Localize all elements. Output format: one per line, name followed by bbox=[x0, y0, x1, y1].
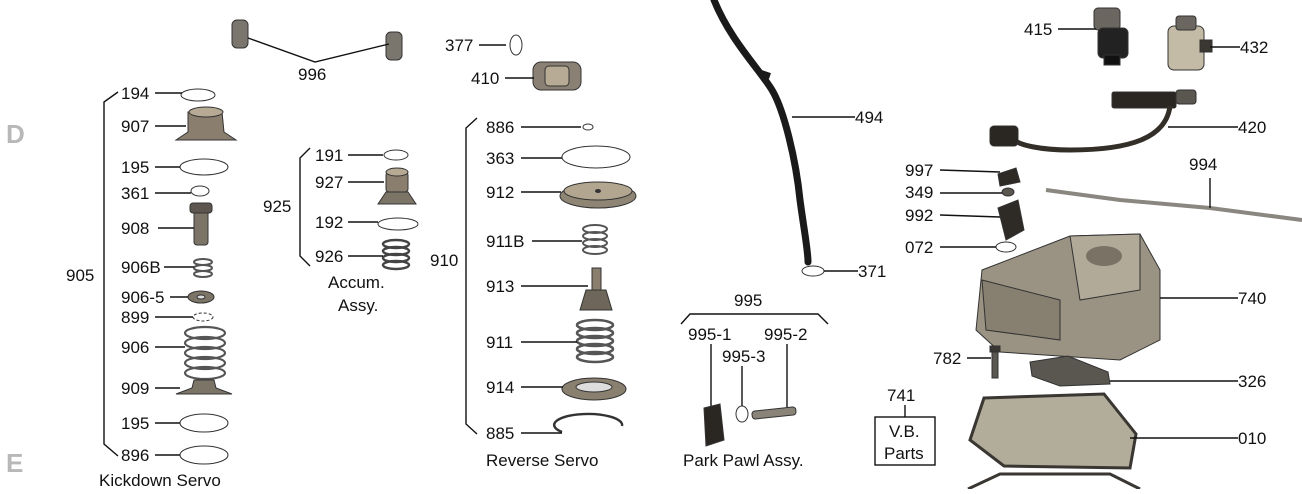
label-927: 927 bbox=[315, 173, 343, 192]
label-415: 415 bbox=[1024, 20, 1052, 39]
label-905: 905 bbox=[66, 266, 94, 285]
kickdown-bracket bbox=[104, 92, 118, 456]
label-906-5: 906-5 bbox=[121, 288, 164, 307]
park-caption: Park Pawl Assy. bbox=[683, 451, 804, 470]
label-741: 741 bbox=[887, 386, 915, 405]
label-899: 899 bbox=[121, 308, 149, 327]
label-377: 377 bbox=[445, 36, 473, 55]
part-994-rod bbox=[1046, 190, 1302, 220]
label-906b: 906B bbox=[121, 258, 161, 277]
label-494: 494 bbox=[855, 108, 883, 127]
label-996: 996 bbox=[298, 65, 326, 84]
leader-996 bbox=[248, 38, 389, 62]
part-432-sensor bbox=[1168, 16, 1212, 70]
label-906: 906 bbox=[121, 338, 149, 357]
label-997: 997 bbox=[905, 161, 933, 180]
kickdown-labels: 194 907 195 361 908 906B 906-5 899 906 9… bbox=[121, 84, 164, 465]
label-192: 192 bbox=[315, 213, 343, 232]
label-886: 886 bbox=[486, 118, 514, 137]
label-925: 925 bbox=[263, 197, 291, 216]
park-bracket bbox=[681, 314, 828, 324]
part-377-ring bbox=[510, 35, 522, 55]
accum-bracket bbox=[300, 148, 310, 266]
section-letter-e: E bbox=[6, 448, 23, 478]
accum-leaders bbox=[348, 155, 384, 256]
label-995-2: 995-2 bbox=[764, 325, 807, 344]
label-410: 410 bbox=[471, 69, 499, 88]
part-lower-gasket-edge bbox=[968, 474, 1140, 489]
label-349: 349 bbox=[905, 183, 933, 202]
accum-caption-line1: Accum. bbox=[328, 273, 385, 292]
part-371-seal bbox=[802, 266, 824, 276]
label-912: 912 bbox=[486, 183, 514, 202]
part-410-plug bbox=[533, 62, 581, 90]
part-740-valve-body bbox=[976, 234, 1160, 360]
leader-997 bbox=[940, 170, 1000, 172]
label-995-1: 995-1 bbox=[688, 325, 731, 344]
kickdown-caption: Kickdown Servo bbox=[99, 471, 221, 489]
label-195-lower: 195 bbox=[121, 414, 149, 433]
part-326-plate bbox=[1030, 356, 1110, 386]
label-195: 195 bbox=[121, 158, 149, 177]
label-361: 361 bbox=[121, 184, 149, 203]
right-small-parts bbox=[996, 168, 1024, 252]
label-994: 994 bbox=[1189, 155, 1217, 174]
label-072: 072 bbox=[905, 238, 933, 257]
label-740: 740 bbox=[1238, 289, 1266, 308]
label-995: 995 bbox=[734, 291, 762, 310]
label-191: 191 bbox=[315, 146, 343, 165]
part-494-dipstick-tube bbox=[714, 0, 808, 262]
label-907: 907 bbox=[121, 117, 149, 136]
label-926: 926 bbox=[315, 247, 343, 266]
accum-caption-line2: Assy. bbox=[338, 296, 378, 315]
label-913: 913 bbox=[486, 277, 514, 296]
reverse-parts bbox=[554, 124, 636, 432]
label-911: 911 bbox=[486, 333, 513, 352]
label-914: 914 bbox=[486, 378, 514, 397]
park-pawl-parts bbox=[704, 404, 796, 446]
label-896: 896 bbox=[121, 446, 149, 465]
label-194: 194 bbox=[121, 84, 149, 103]
label-782: 782 bbox=[933, 349, 961, 368]
accum-parts bbox=[378, 150, 418, 269]
label-326: 326 bbox=[1238, 372, 1266, 391]
leader-992 bbox=[940, 215, 1000, 217]
part-996-pins bbox=[232, 20, 402, 60]
vb-line1: V.B. bbox=[889, 422, 920, 441]
label-363: 363 bbox=[486, 149, 514, 168]
label-995-3: 995-3 bbox=[722, 347, 765, 366]
reverse-caption: Reverse Servo bbox=[486, 451, 598, 470]
reverse-bracket bbox=[466, 118, 477, 434]
label-910: 910 bbox=[430, 251, 458, 270]
label-909: 909 bbox=[121, 379, 149, 398]
part-782-bolt bbox=[990, 346, 1000, 378]
label-371: 371 bbox=[858, 262, 886, 281]
label-908: 908 bbox=[121, 219, 149, 238]
kickdown-parts bbox=[176, 89, 236, 464]
label-992: 992 bbox=[905, 206, 933, 225]
part-415-solenoid bbox=[1094, 8, 1128, 65]
vb-line2: Parts bbox=[884, 444, 924, 463]
label-885: 885 bbox=[486, 424, 514, 443]
label-911b: 911B bbox=[486, 232, 524, 251]
kickdown-leaders bbox=[155, 93, 194, 455]
section-letter-d: D bbox=[6, 119, 25, 149]
label-010: 010 bbox=[1238, 429, 1266, 448]
label-432: 432 bbox=[1240, 38, 1268, 57]
label-420: 420 bbox=[1238, 118, 1266, 137]
part-420-harness bbox=[990, 90, 1196, 150]
